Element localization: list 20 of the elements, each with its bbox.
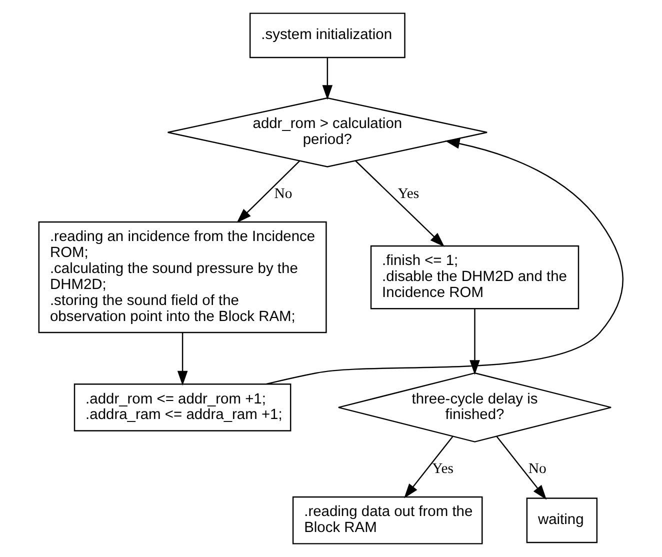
node-box: .addr_rom <= addr_rom +1; .addra_ram <= addra_ram +1; (74, 383, 292, 432)
arrow (322, 58, 333, 100)
arrow (470, 308, 480, 375)
arrow (404, 436, 454, 498)
edge-label: No (528, 461, 546, 478)
node-box: .system initialization (249, 12, 406, 58)
node-box: waiting (526, 498, 598, 544)
node-diamond: addr_rom > calculation period? (167, 97, 488, 168)
arrow (236, 160, 300, 223)
arrow (266, 138, 624, 385)
node-box: .reading data out from the Block RAM (292, 496, 483, 544)
edge-label: Yes (398, 186, 420, 202)
node-box: .finish <= 1; .disable the DHM2D and the Incidence ROM (370, 245, 580, 310)
node-diamond: three-cycle delay is finished? (338, 372, 612, 442)
arrow (355, 160, 445, 247)
node-box: .reading an incidence from the Incidence ROM; .calculating the sound pressure by the DHM2D; .storing the sound field of the observation point into the Block RAM; (38, 221, 327, 334)
edge-label: No (274, 186, 292, 202)
edge-label: Yes (432, 461, 454, 478)
arrow (496, 436, 547, 500)
arrow (177, 332, 188, 386)
